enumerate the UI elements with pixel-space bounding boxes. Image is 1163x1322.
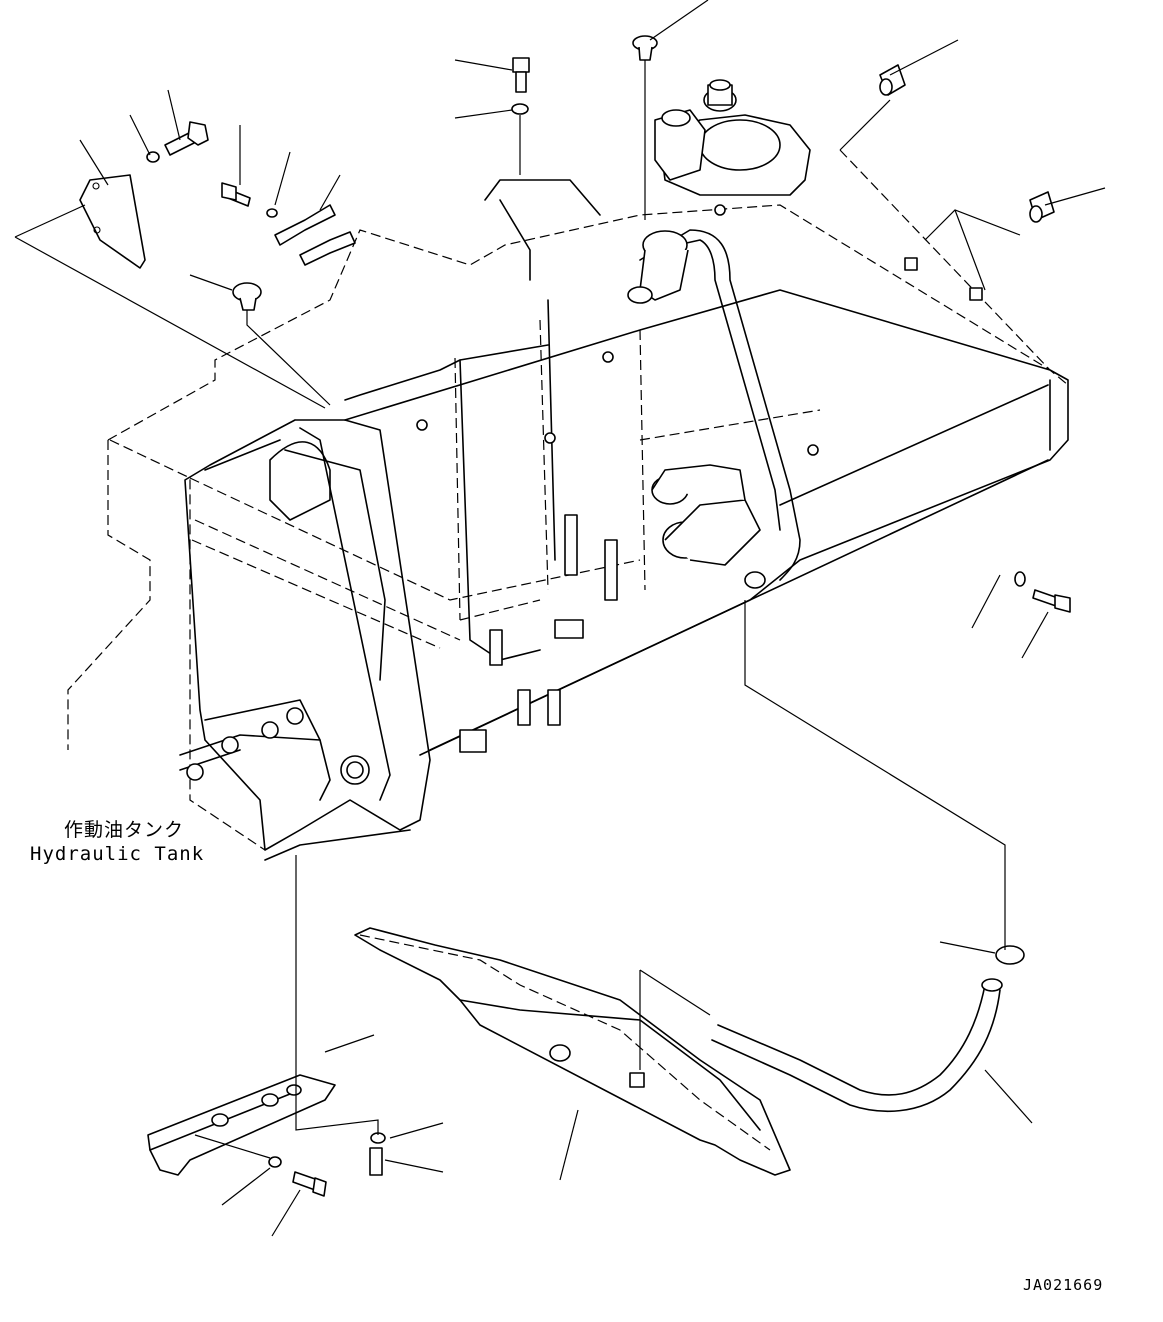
component-label-japanese: 作動油タンク <box>64 819 185 841</box>
hydraulic-tank-body <box>67 149 1069 861</box>
breather-assembly <box>654 79 811 196</box>
leader-lines <box>14 0 1106 1237</box>
tank-fittings <box>186 204 819 785</box>
lower-cover <box>354 927 791 1176</box>
component-label-english: Hydraulic Tank <box>30 843 205 865</box>
bracket <box>147 1074 386 1197</box>
hose <box>711 945 1025 1113</box>
fasteners-right <box>1014 571 1071 613</box>
fasteners-top <box>146 35 1055 311</box>
cover-plate <box>79 174 146 269</box>
drawing-number: JA021669 <box>1023 1276 1104 1294</box>
